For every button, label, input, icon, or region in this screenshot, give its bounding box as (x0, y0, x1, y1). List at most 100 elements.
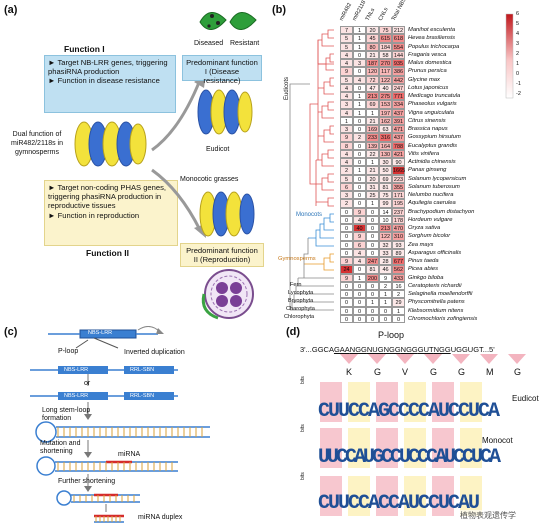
mirna-label: miRNA (118, 451, 141, 458)
amino-acid: G (458, 367, 466, 377)
species-name: Gossypium hirsutum (408, 134, 461, 141)
heatmap-cell: 9 (353, 207, 366, 216)
legend-tick: -2 (516, 91, 521, 97)
heatmap-cell: 93 (392, 240, 405, 249)
heatmap-cell: 0 (353, 67, 366, 76)
heatmap-cell: 0 (340, 232, 353, 241)
heatmap-cell: 1 (353, 34, 366, 43)
heatmap-cell: 28 (379, 257, 392, 266)
heatmap-cell: 89 (392, 248, 405, 258)
heatmap-cell: 3 (340, 100, 353, 109)
logo-monocot-bg (312, 428, 510, 468)
heatmap-cell: 171 (392, 191, 405, 200)
clade-monocots: Monocots (296, 212, 323, 218)
heatmap-cell: 433 (392, 273, 405, 282)
species-name: Ginkgo biloba (408, 274, 444, 281)
heatmap-cell: 25 (366, 191, 379, 200)
heatmap-cell: 247 (366, 257, 379, 266)
heatmap-cell: 334 (392, 100, 405, 109)
heatmap-cell: 1 (353, 100, 366, 109)
heatmap-cell: 0 (340, 207, 353, 216)
heatmap-cell: 30 (379, 158, 392, 167)
species-name: Solanum lycopersicum (408, 175, 467, 182)
heatmap-cell: 4 (340, 59, 353, 68)
heatmap-cell: 3 (340, 191, 353, 200)
col-header-cnls: CNLs (377, 6, 390, 22)
color-scale-legend (505, 13, 514, 99)
logo-eudicot-bg (312, 382, 510, 422)
heatmap-cell: 1 (392, 306, 405, 315)
or-label: or (84, 380, 91, 387)
codon-list: GAANGGNUGNGGNGGGUTNGG (334, 345, 451, 354)
heatmap-cell: 45 (366, 34, 379, 43)
heatmap-cell: 69 (379, 174, 392, 183)
dual-function-label: Dual function of miR482/2118s in gymnosp… (10, 131, 63, 156)
heatmap-cell: 0 (340, 224, 353, 233)
pollen-section-image (201, 269, 254, 320)
heatmap-cell: 4 (340, 83, 353, 93)
heatmap-cell: 178 (392, 215, 405, 225)
heatmap-cell: 9 (340, 257, 353, 266)
heatmap-cell: 5 (340, 42, 353, 51)
species-name: Vigna unguiculata (408, 109, 454, 116)
heatmap-cell: 1 (379, 290, 392, 299)
panel-d-label: (d) (286, 326, 301, 338)
heatmap-cell: 0 (353, 199, 366, 208)
species-name: Sorghum bicolor (408, 233, 451, 240)
heatmap-cell: 4 (353, 215, 366, 225)
heatmap-cell: 677 (392, 257, 405, 266)
heatmap-cell: 169 (366, 125, 379, 134)
heatmap-cell: 10 (379, 215, 392, 225)
seg-rrl-1: RRL-SBN (130, 367, 155, 373)
heatmap-cell: 81 (379, 182, 392, 192)
heatmap-cell: 9 (353, 232, 366, 241)
heatmap-cell: 0 (366, 224, 379, 233)
seq-right: UGGUGT...5' (450, 345, 495, 354)
species-name: Panax ginseng (408, 167, 447, 174)
bits-label-1: bits (300, 376, 306, 384)
heatmap-cell: 386 (392, 67, 405, 76)
heatmap-cell: 164 (379, 141, 392, 150)
heatmap-cell: 117 (379, 67, 392, 76)
species-name: Klebsormidium nitens (408, 307, 464, 314)
legend-tick: 1 (516, 61, 520, 67)
clade-fern: Fern (290, 282, 302, 288)
heatmap-cell: 4 (340, 149, 353, 159)
species-name: Phaseolus vulgaris (408, 101, 457, 108)
codon: GAA (333, 345, 350, 354)
heatmap-cell: 0 (353, 306, 366, 315)
heatmap-cell: 1 (353, 166, 366, 175)
heatmap-cell: 562 (392, 265, 405, 274)
phylogenetic-tree (289, 29, 334, 311)
heatmap-cell: 0 (353, 141, 366, 150)
heatmap-cell: 0 (366, 281, 379, 291)
heatmap-cell: 90 (392, 158, 405, 167)
amino-acid: M (486, 367, 494, 377)
heatmap-cell: 0 (366, 314, 379, 324)
heatmap-cell: 0 (353, 125, 366, 134)
col-header-total-nbs: Total NBS (390, 0, 408, 23)
clade-lycophyta: Lycophyta (288, 290, 314, 296)
heatmap-cell: 437 (392, 108, 405, 117)
heatmap-cell: 421 (392, 149, 405, 159)
species-name: Malus domestica (408, 60, 452, 66)
heatmap-cell: 7 (340, 26, 353, 35)
heatmap-cell: 29 (392, 298, 405, 307)
species-name: Prunus persica (408, 68, 447, 75)
heatmap-cell: 24 (340, 265, 353, 274)
clade-bryophyta: Bryophyta (288, 298, 314, 304)
heatmap-cell: 0 (340, 314, 353, 324)
heatmap-cell: 0 (366, 207, 379, 216)
species-name: Brachypodium distachyon (408, 208, 475, 215)
seq-left: 3'...GGCA (300, 345, 334, 354)
heatmap-cell: 122 (379, 232, 392, 241)
logo-eudicot: CUUCCAGCCCCAUCCUCA (318, 400, 500, 423)
legend-tick: 4 (516, 31, 520, 37)
heatmap-cell: 233 (366, 133, 379, 142)
further-shortening-label: Further shortening (58, 478, 116, 485)
heatmap-cell: 1 (366, 199, 379, 208)
heatmap-cell: 9 (379, 273, 392, 282)
heatmap-cell: 153 (379, 100, 392, 109)
heatmap-cell: 40 (379, 83, 392, 93)
